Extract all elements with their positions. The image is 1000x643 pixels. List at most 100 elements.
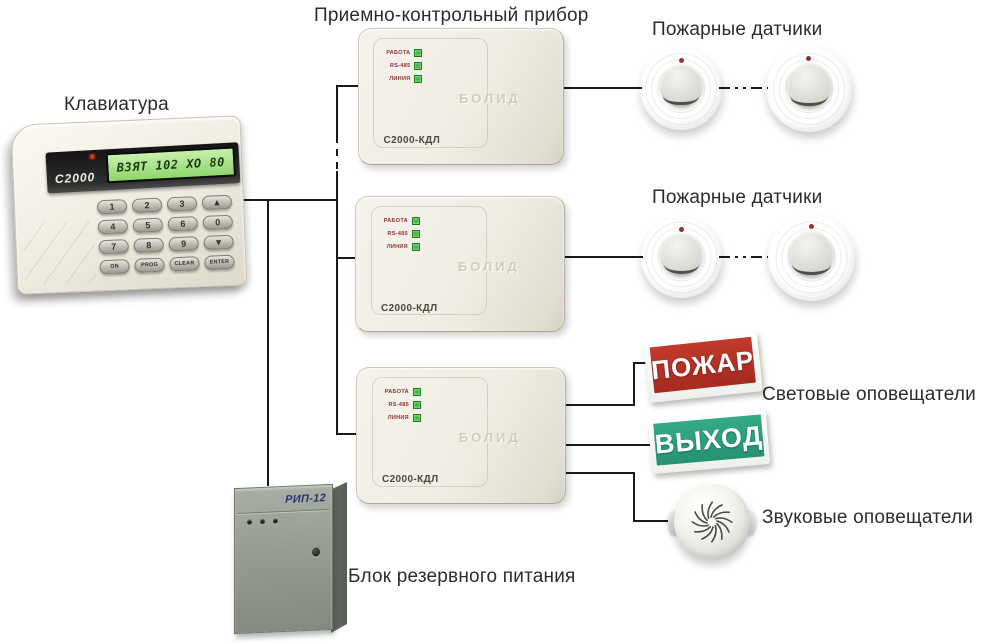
wire-detector-loop-1 [719, 87, 768, 89]
kdl-panel-1: РАБОТА RS-485 ЛИНИЯ БОЛИД С2000-КДЛ [358, 28, 564, 165]
key-on[interactable]: ON [99, 259, 130, 275]
exit-sign: ВЫХОД [647, 409, 771, 475]
wire-to-power-unit [267, 199, 269, 486]
detector-slot [790, 96, 828, 107]
led-green-linia [414, 75, 423, 84]
kdl-panel-2: РАБОТА RS-485 ЛИНИЯ БОЛИД С2000-КДЛ [355, 196, 565, 332]
key-6[interactable]: 6 [167, 216, 199, 232]
power-unit-front-panel: РИП-12 [234, 483, 333, 635]
led-label-rs485: RS-485 [390, 63, 411, 70]
led-label-rs485: RS-485 [387, 231, 408, 238]
panel-watermark: БОЛИД [458, 430, 521, 446]
key-2[interactable]: 2 [131, 197, 163, 213]
power-unit-side-panel [331, 482, 347, 633]
led-label-rabota: РАБОТА [384, 389, 409, 396]
detector-slot [792, 264, 831, 275]
panel-watermark: БОЛИД [457, 258, 520, 274]
exit-sign-text: ВЫХОД [653, 414, 765, 466]
keypad-key-grid: 1 2 3 ▲ 4 5 6 0 7 8 9 ▼ ON PROG CLEAR EN… [96, 194, 235, 275]
wire-fire-in [633, 362, 654, 364]
label-control-panel: Приемно-контрольный прибор [314, 5, 589, 26]
key-5[interactable]: 5 [132, 217, 164, 233]
wire-to-panel-3 [336, 433, 359, 435]
fire-sign-text: ПОЖАР [649, 336, 756, 394]
key-3[interactable]: 3 [166, 196, 198, 212]
smoke-detector-1 [640, 48, 722, 130]
led-label-rabota: РАБОТА [386, 50, 411, 57]
key-8[interactable]: 8 [133, 237, 164, 253]
wire-keypad-to-bus [242, 199, 337, 201]
led-label-rabota: РАБОТА [383, 218, 408, 225]
smoke-detector-3 [641, 217, 722, 298]
led-label-linia: ЛИНИЯ [389, 76, 411, 83]
kdl-panel-3: РАБОТА RS-485 ЛИНИЯ БОЛИД С2000-КДЛ [356, 367, 566, 504]
key-prog[interactable]: PROG [134, 257, 165, 273]
panel-led-block: РАБОТА RS-485 ЛИНИЯ [381, 217, 420, 252]
sound-annunciator-siren [668, 484, 756, 560]
fire-sign: ПОЖАР [643, 331, 763, 403]
siren-swirl-grille [691, 501, 733, 543]
panel-led-block: РАБОТА RS-485 ЛИНИЯ [382, 388, 421, 423]
wire-bus-bottom [336, 171, 338, 435]
wire-panel3-sound-out [562, 472, 635, 474]
key-7[interactable]: 7 [98, 239, 130, 255]
panel-lid-seam [370, 206, 488, 315]
label-fire-detectors-2: Пожарные датчики [652, 187, 823, 208]
keypad-lcd-screen: ВЗЯТ 102 ХО 80 [105, 146, 237, 184]
detector-led [806, 56, 812, 62]
led-green-rabota [412, 388, 421, 397]
detector-slot [662, 96, 700, 106]
keypad-display: C2000 ВЗЯТ 102 ХО 80 [45, 142, 241, 194]
wire-panel2-to-detectors [563, 256, 643, 258]
keypad-c2000: C2000 ВЗЯТ 102 ХО 80 1 2 3 ▲ 4 5 6 0 7 8… [10, 115, 248, 295]
detector-led [679, 226, 685, 232]
wire-bus-dashed [336, 136, 338, 171]
panel-lid-seam [371, 377, 489, 487]
led-green-rs485 [411, 230, 420, 239]
panel-model-label: С2000-КДЛ [380, 302, 438, 314]
label-backup-power: Блок резервного питания [348, 566, 576, 587]
label-sound-annunciators: Звуковые оповещатели [762, 507, 974, 528]
wire-sound-drop [633, 472, 635, 522]
led-green-rs485 [414, 62, 423, 71]
wire-sound-in [633, 520, 680, 522]
wire-to-panel-1 [336, 85, 363, 87]
key-clear[interactable]: CLEAR [169, 256, 200, 272]
keypad-brand-label: C2000 [54, 169, 96, 187]
key-9[interactable]: 9 [168, 236, 199, 252]
key-4[interactable]: 4 [97, 219, 129, 235]
smoke-detector-2 [766, 46, 852, 132]
led-green-rabota [411, 217, 420, 226]
backup-power-unit: РИП-12 [234, 482, 350, 636]
key-enter[interactable]: ENTER [204, 254, 235, 270]
power-unit-model-label: РИП-12 [285, 492, 326, 506]
panel-model-label: С2000-КДЛ [381, 474, 439, 486]
wire-bus-top [336, 85, 338, 136]
led-green-rs485 [412, 401, 421, 410]
key-arrow-down[interactable]: ▼ [203, 234, 234, 250]
keypad-power-led [89, 153, 95, 160]
detector-led [808, 224, 814, 230]
wire-panel3-fire-out [562, 404, 635, 406]
wire-detector-loop-2 [719, 256, 768, 258]
led-label-rs485: RS-485 [388, 402, 409, 409]
detector-led [678, 57, 684, 63]
label-fire-detectors-1: Пожарные датчики [652, 19, 823, 40]
panel-lid-seam [373, 38, 488, 148]
label-light-annunciators: Световые оповещатели [762, 384, 976, 405]
key-arrow-up[interactable]: ▲ [201, 194, 233, 210]
panel-led-block: РАБОТА RS-485 ЛИНИЯ [383, 49, 423, 84]
panel-model-label: С2000-КДЛ [383, 135, 441, 147]
label-keyboard: Клавиатура [64, 94, 169, 115]
smoke-detector-4 [768, 214, 855, 301]
power-unit-groove [238, 509, 329, 515]
wire-fire-riser [633, 362, 635, 406]
key-0[interactable]: 0 [202, 214, 234, 230]
led-label-linia: ЛИНИЯ [387, 415, 409, 422]
keypad-crease-lines [21, 220, 97, 286]
wire-panel1-to-detectors [562, 87, 642, 89]
wire-to-panel-2 [336, 257, 358, 259]
key-1[interactable]: 1 [96, 199, 128, 215]
power-unit-keyhole [312, 547, 320, 557]
